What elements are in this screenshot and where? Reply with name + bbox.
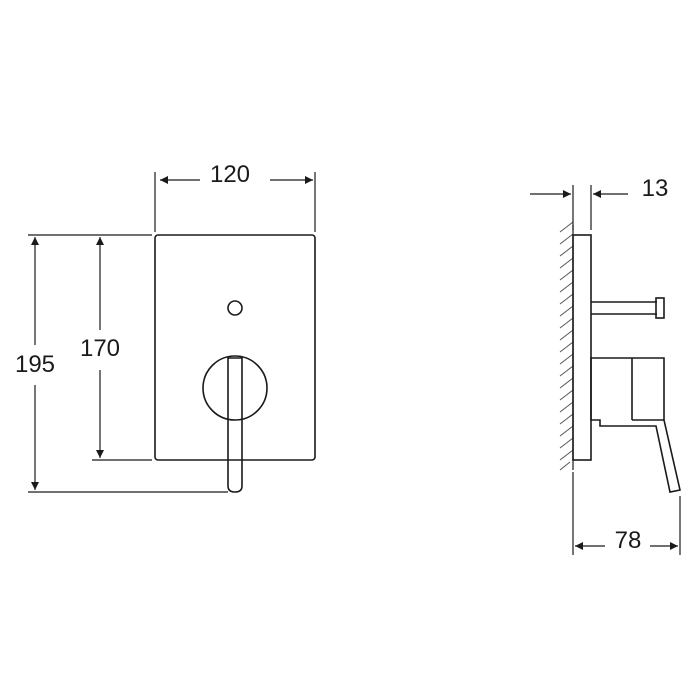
dimension-width-label: 120 <box>210 161 250 188</box>
dimension-depth: 78 <box>572 472 681 555</box>
cover-plate <box>154 234 316 461</box>
dimension-depth-label: 78 <box>615 527 642 554</box>
indicator-hole <box>227 300 243 316</box>
indicator-pin <box>591 297 665 319</box>
wall-hatching <box>559 221 574 471</box>
plate-side-profile <box>572 234 592 461</box>
dimension-plate-height: 170 <box>80 234 152 461</box>
dimension-plate-height-label: 170 <box>80 335 120 362</box>
dimension-outer-height-label: 195 <box>15 351 55 378</box>
front-view <box>154 234 316 493</box>
handle-side-profile <box>590 357 681 493</box>
dimension-width: 120 <box>154 161 316 232</box>
handle-base-disc <box>202 355 268 421</box>
dimension-wall-offset-label: 13 <box>642 175 669 202</box>
side-view <box>559 221 681 493</box>
lever-handle <box>227 357 243 493</box>
dimension-wall-offset: 13 <box>530 175 668 230</box>
dimension-outer-height: 195 <box>15 234 228 493</box>
